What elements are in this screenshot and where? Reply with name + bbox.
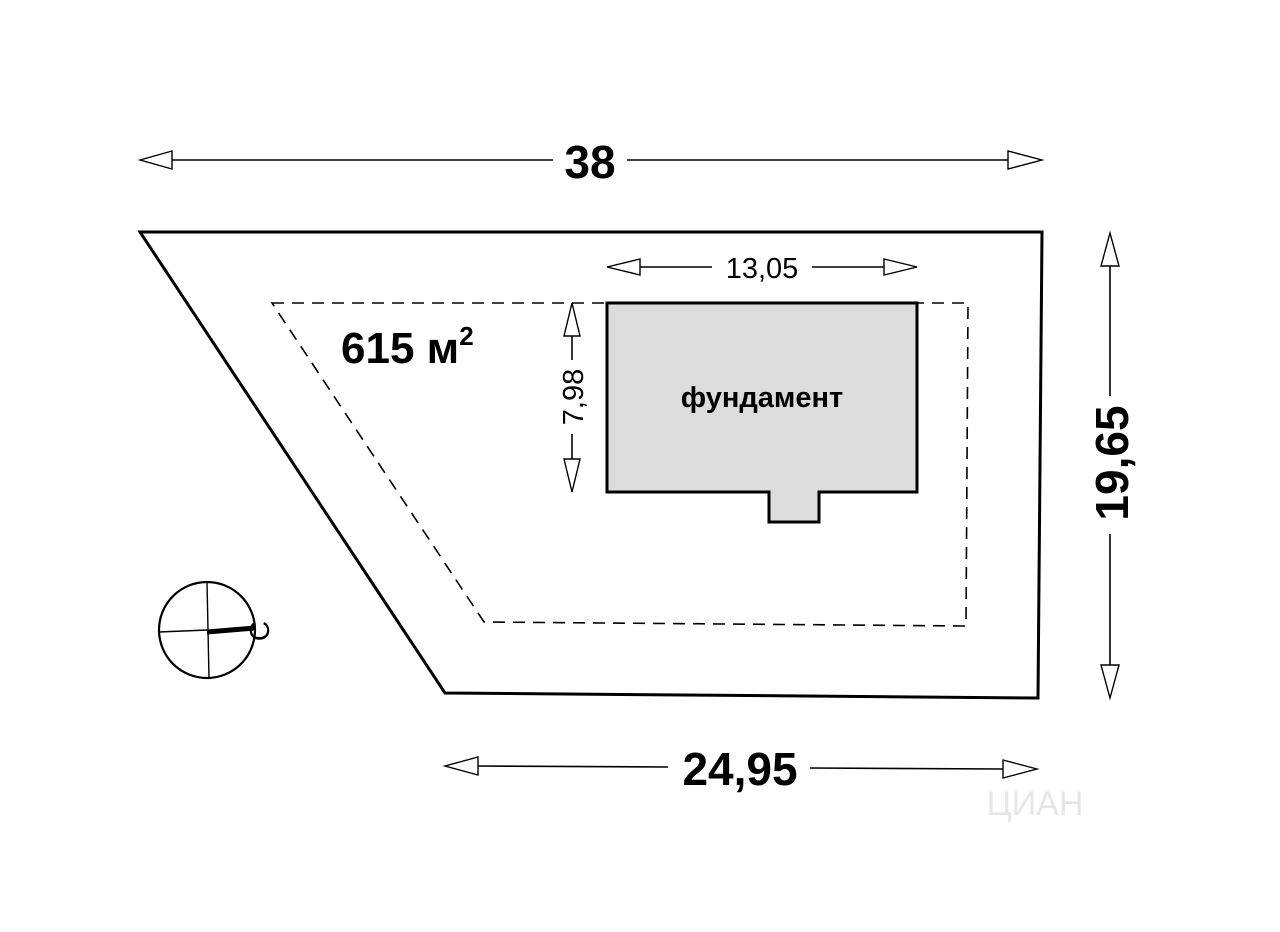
foundation-width-label: 13,05 xyxy=(726,253,799,285)
arrow-down-icon xyxy=(563,458,581,493)
compass-north-label: С xyxy=(244,621,275,641)
foundation-height-dimension: 7,98 xyxy=(558,302,590,493)
foundation-label: фундамент xyxy=(681,382,843,414)
bottom-width-label: 24,95 xyxy=(682,743,797,795)
watermark-logo: ЦИАН xyxy=(987,785,1084,823)
arrow-left-icon xyxy=(442,756,479,776)
bottom-width-dimension: 24,95 xyxy=(442,743,1040,795)
top-width-dimension: 38 xyxy=(137,136,1045,188)
arrow-left-icon xyxy=(137,150,173,170)
foundation-height-label: 7,98 xyxy=(558,369,590,425)
plot-area-value: 615 м xyxy=(341,324,459,373)
plot-boundary xyxy=(137,230,1044,700)
right-height-label: 19,65 xyxy=(1086,405,1138,520)
foundation-width-dimension: 13,05 xyxy=(606,253,918,285)
arrow-up-icon xyxy=(1100,230,1120,267)
arrow-right-icon xyxy=(1007,150,1045,170)
compass-cross-horizontal xyxy=(158,629,208,633)
foundation-shape xyxy=(605,301,919,524)
arrow-left-icon xyxy=(606,258,641,276)
right-height-dimension: 19,65 xyxy=(1086,230,1138,701)
arrow-right-icon xyxy=(1002,759,1040,779)
arrow-up-icon xyxy=(563,302,581,337)
compass-north-needle xyxy=(206,625,256,635)
plot-area-label: 615 м2 xyxy=(341,321,474,373)
arrow-right-icon xyxy=(883,258,918,276)
arrow-down-icon xyxy=(1100,664,1120,701)
compass: С xyxy=(157,580,275,680)
top-width-label: 38 xyxy=(564,136,615,188)
plot-area-superscript: 2 xyxy=(459,321,473,351)
